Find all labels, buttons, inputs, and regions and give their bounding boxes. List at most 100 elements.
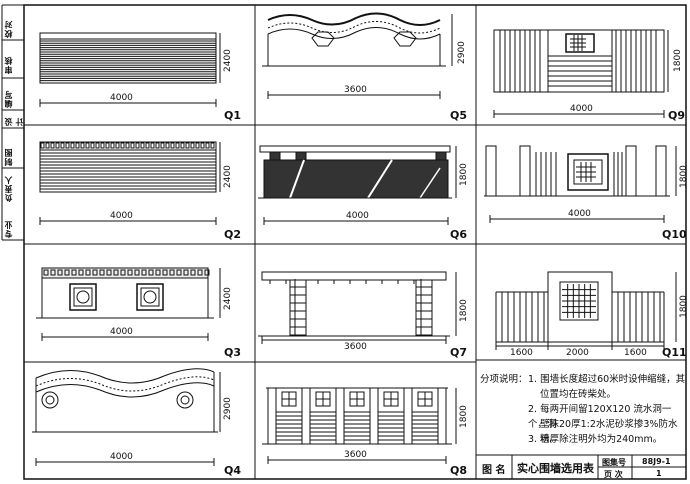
dim-height-q9: 1800	[673, 49, 683, 72]
page-number-value: 1	[656, 469, 662, 478]
dim-height-q8: 1800	[459, 405, 469, 428]
dentil-block	[205, 142, 210, 149]
dim-width-q4: 4000	[110, 452, 133, 462]
dentil-block	[85, 142, 90, 149]
dentil-block	[150, 142, 155, 149]
dentil-block	[190, 142, 195, 149]
dim-height-q5: 2900	[457, 41, 467, 64]
dentil-block	[120, 269, 126, 276]
dentil-block	[162, 269, 168, 276]
pier	[403, 387, 413, 445]
dentil-block	[78, 269, 84, 276]
dim-width-q11-right: 1600	[624, 348, 647, 358]
dentil-block	[160, 142, 165, 149]
atlas-number-value: 88J9-1	[642, 457, 671, 466]
dentil-block	[92, 269, 98, 276]
dim-width-q7: 3600	[344, 342, 367, 352]
dentil-block	[99, 269, 105, 276]
stamp-design: 设计	[4, 117, 24, 126]
dentil-block	[57, 269, 63, 276]
stamp-lead: 负责人	[4, 175, 13, 202]
dentil-block	[185, 142, 190, 149]
dentil-block	[50, 142, 55, 149]
panel-code-q7: Q7	[450, 346, 468, 359]
dentil-block	[80, 142, 85, 149]
dentil-block	[155, 269, 161, 276]
notes-heading: 分项说明：	[480, 374, 528, 385]
dim-height-q7: 1800	[459, 299, 469, 322]
stamp-proofread: 校对	[4, 20, 13, 38]
dentil-block	[134, 269, 140, 276]
dentil-block	[200, 142, 205, 149]
dentil-block	[106, 269, 112, 276]
dentil-block	[115, 142, 120, 149]
atlas-number-label: 图集号	[602, 458, 626, 467]
dentil-block	[140, 142, 145, 149]
dentil-block	[195, 142, 200, 149]
dim-width-q10: 4000	[568, 209, 591, 219]
stamp-compile: 编写	[4, 90, 13, 108]
pier	[301, 387, 311, 445]
drawing-title: 实心围墙选用表	[517, 462, 594, 475]
panel-code-q5: Q5	[450, 109, 468, 122]
dentil-block	[210, 142, 215, 149]
dentil-block	[183, 269, 189, 276]
pier	[437, 387, 447, 445]
dentil-block	[95, 142, 100, 149]
dentil-block	[145, 142, 150, 149]
notes-line-2: 位置均在砖柴处。	[540, 389, 617, 400]
dentil-block	[85, 269, 91, 276]
panel-code-q3: Q3	[224, 346, 242, 359]
dentil-block	[127, 269, 133, 276]
dim-height-q10: 1800	[679, 165, 689, 188]
dentil-block	[175, 142, 180, 149]
dentil-block	[197, 269, 203, 276]
panel-code-q10: Q10	[662, 228, 687, 241]
dentil-block	[169, 269, 175, 276]
dentil-block	[65, 142, 70, 149]
dentil-block	[113, 269, 119, 276]
panel-code-q9: Q9	[668, 109, 686, 122]
notes-line-1: 1. 围墙长度超过60米时设伸缩缝，其	[528, 374, 686, 385]
stamp-review: 审核	[4, 56, 13, 74]
dim-width-q1: 4000	[110, 93, 133, 103]
dim-height-q2: 2400	[223, 165, 233, 188]
stamp-discipline: 专业	[4, 220, 13, 238]
dentil-block	[55, 142, 60, 149]
notes-line-3: 2. 每两开间留120X120 流水洞一个，洞	[528, 404, 672, 430]
notes-line-4: 壁抹20厚1:2水泥砂浆掺3%防水粉。	[540, 419, 678, 445]
dentil-block	[60, 142, 65, 149]
stamp-drafting: 制图	[4, 148, 13, 166]
page-number-label: 页 次	[604, 470, 623, 479]
dentil-block	[170, 142, 175, 149]
dentil-block	[105, 142, 110, 149]
panel-code-q11: Q11	[662, 346, 687, 359]
dentil-block	[100, 142, 105, 149]
dim-width-q5: 3600	[344, 85, 367, 95]
title-name-label: 图 名	[482, 465, 506, 476]
dentil-block	[130, 142, 135, 149]
pier	[267, 387, 277, 445]
dentil-block	[75, 142, 80, 149]
dentil-block	[190, 269, 196, 276]
dentil-block	[50, 269, 56, 276]
dim-height-q4: 2900	[223, 397, 233, 420]
dentil-block	[90, 142, 95, 149]
dentil-block	[71, 269, 77, 276]
dentil-block	[204, 269, 210, 276]
dim-width-q11-mid: 2000	[566, 348, 589, 358]
dentil-block	[165, 142, 170, 149]
dentil-block	[148, 269, 154, 276]
dentil-block	[176, 269, 182, 276]
dim-height-q3: 2400	[223, 287, 233, 310]
panel-code-q6: Q6	[450, 228, 468, 241]
dim-width-q3: 4000	[110, 327, 133, 337]
dim-width-q11-left: 1600	[510, 348, 533, 358]
dentil-block	[45, 142, 50, 149]
dentil-block	[141, 269, 147, 276]
dentil-block	[43, 269, 49, 276]
dim-width-q8: 3600	[344, 450, 367, 460]
dentil-block	[120, 142, 125, 149]
dentil-block	[155, 142, 160, 149]
